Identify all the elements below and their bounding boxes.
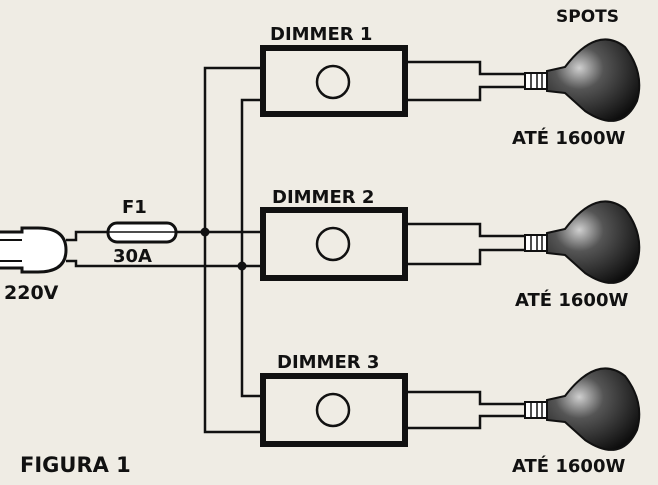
lamp-2-rating-label: ATÉ 1600W bbox=[515, 289, 628, 311]
dimmer-2-knob bbox=[315, 226, 351, 262]
fuse-f1 bbox=[96, 221, 188, 244]
lamp-3-rating-label: ATÉ 1600W bbox=[512, 455, 625, 477]
spot-lamp-3-icon bbox=[524, 367, 641, 451]
dimmer-1-box bbox=[260, 45, 408, 117]
fuse-rating-label: 30A bbox=[113, 246, 152, 267]
distribution-bus bbox=[203, 66, 263, 434]
dimmer-1-knob bbox=[315, 64, 351, 100]
fuse-name-label: F1 bbox=[122, 197, 147, 218]
spot-lamp-2-icon bbox=[524, 200, 641, 284]
lamp-leads bbox=[405, 60, 525, 430]
dimmer-2-box bbox=[260, 207, 408, 281]
dimmer-3-knob bbox=[315, 392, 351, 428]
voltage-label: 220V bbox=[4, 282, 59, 304]
junction-dot bbox=[237, 261, 247, 271]
spot-lamp-1-icon bbox=[524, 38, 641, 122]
supply-wires bbox=[66, 230, 263, 268]
dimmer-3-box bbox=[260, 373, 408, 447]
dimmer-1-label: DIMMER 1 bbox=[270, 24, 372, 45]
junction-dot bbox=[200, 227, 210, 237]
lamp-1-rating-label: ATÉ 1600W bbox=[512, 127, 625, 149]
power-plug-icon bbox=[0, 226, 68, 274]
figure-caption: FIGURA 1 bbox=[20, 453, 131, 477]
dimmer-2-label: DIMMER 2 bbox=[272, 187, 374, 208]
spots-label: SPOTS bbox=[556, 7, 619, 27]
dimmer-3-label: DIMMER 3 bbox=[277, 352, 379, 373]
